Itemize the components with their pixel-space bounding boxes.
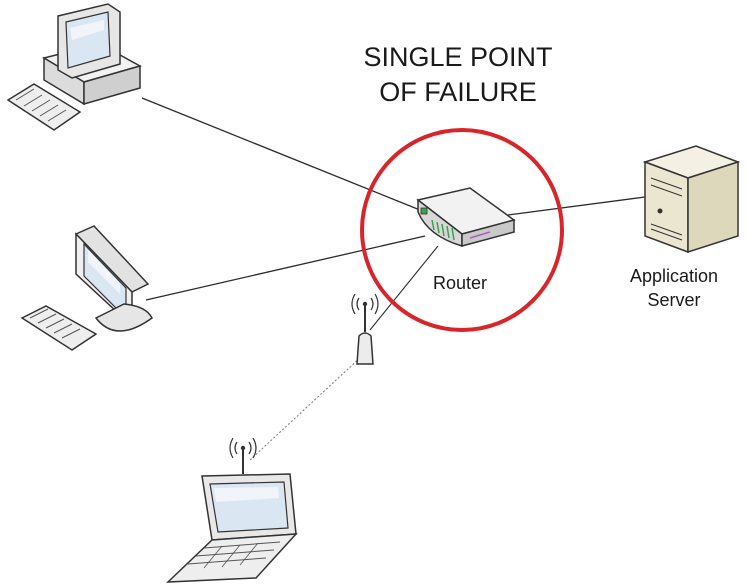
link-desktop-lcd-router — [145, 235, 426, 301]
server-label-line2: Server — [647, 290, 700, 310]
link-access-point-router — [369, 245, 439, 331]
single-point-of-failure-circle — [360, 128, 564, 332]
access-point-node — [351, 293, 379, 365]
desktop-tower-node — [6, 3, 142, 131]
link-laptop-access-point — [249, 355, 363, 461]
server-icon — [642, 145, 741, 254]
wireless-access-point-icon — [351, 293, 379, 365]
link-desktop-tower-router — [141, 97, 421, 211]
router-node: Router — [416, 187, 516, 293]
connections — [141, 97, 646, 461]
laptop-icon — [166, 437, 298, 583]
lcd-monitor-icon — [20, 225, 153, 351]
link-router-server — [507, 196, 646, 216]
desktop-lcd-node — [20, 225, 153, 351]
laptop-node — [166, 437, 298, 583]
diagram-title-line1: SINGLE POINT — [363, 42, 552, 72]
router-label: Router — [433, 273, 487, 293]
application-server-node: Application Server — [630, 145, 741, 310]
diagram-title-line2: OF FAILURE — [379, 77, 537, 107]
router-icon — [416, 187, 516, 248]
desktop-computer-icon — [6, 3, 142, 131]
server-label-line1: Application — [630, 266, 718, 286]
